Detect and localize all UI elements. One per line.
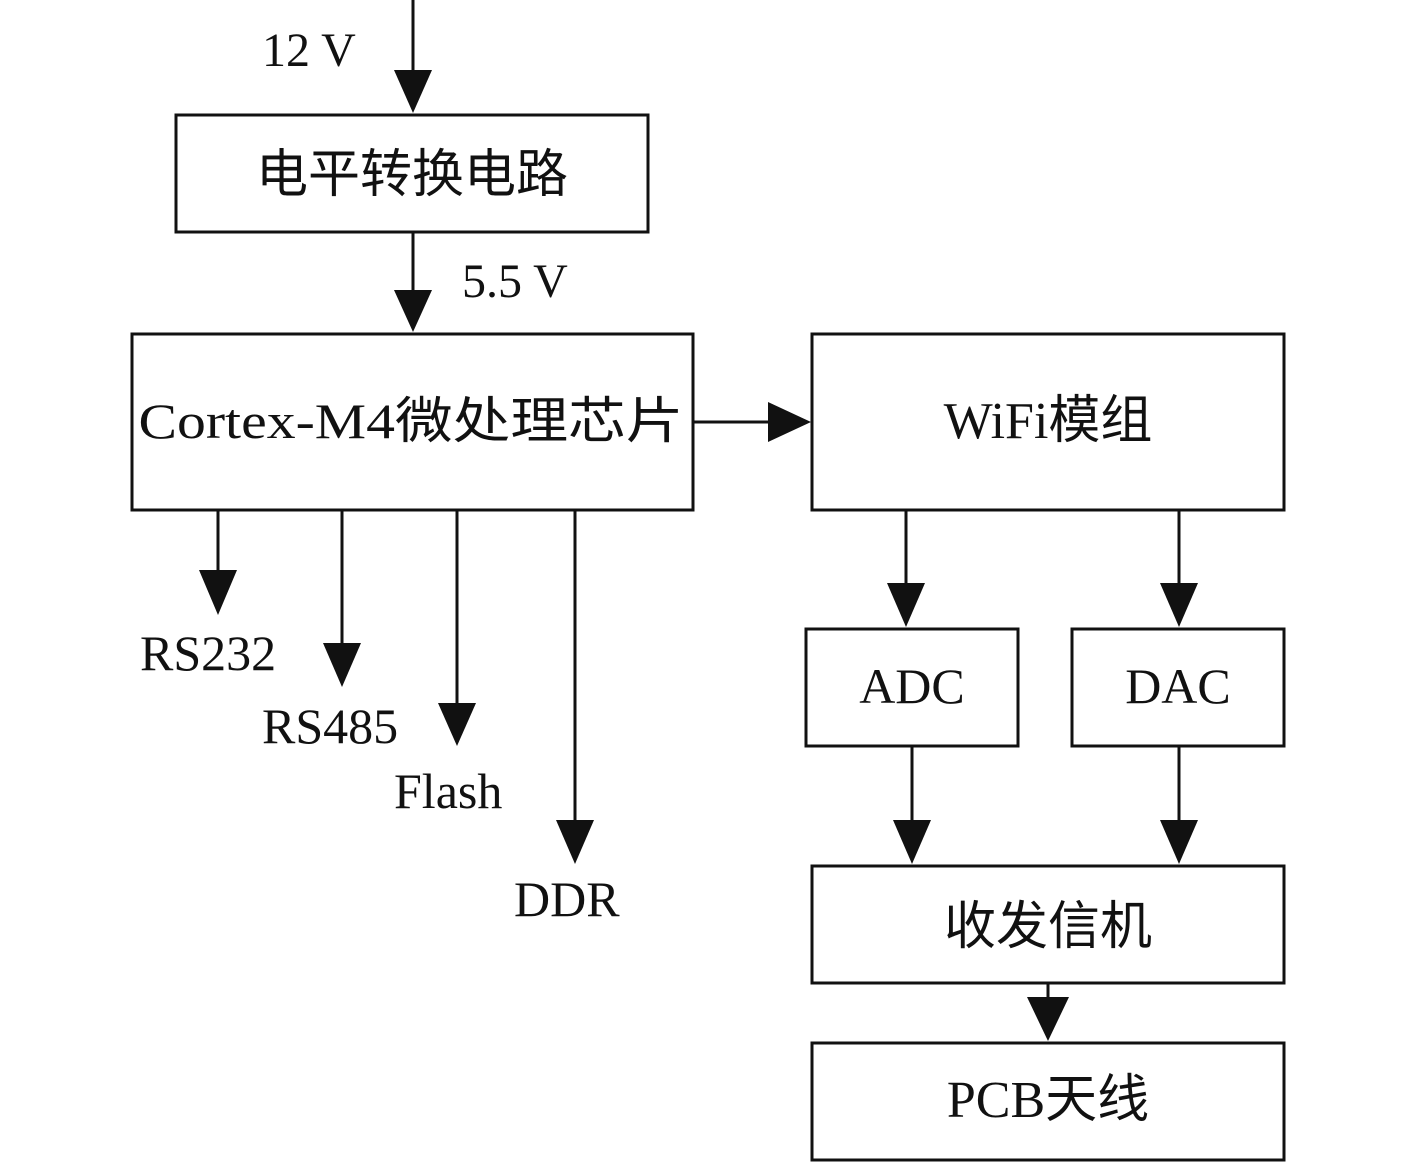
arrowhead <box>556 820 594 864</box>
block-wifi-label: WiFi模组 <box>944 393 1153 450</box>
label-12v: 12 V <box>262 24 356 77</box>
arrowhead <box>887 583 925 627</box>
block-mcu <box>130 332 695 512</box>
block-transceiver <box>810 864 1286 985</box>
block-transceiver-label: 收发信机 <box>944 897 1152 957</box>
block-level-shift-label: 电平转换电路 <box>256 145 568 205</box>
arrowhead <box>1160 820 1198 864</box>
block-antenna <box>810 1041 1286 1162</box>
arrowhead <box>394 290 432 332</box>
label-flash: Flash <box>394 763 502 819</box>
arrowhead <box>323 643 361 687</box>
arrowhead <box>394 70 432 113</box>
block-dac-label: DAC <box>1125 658 1231 714</box>
arrowhead <box>438 703 476 746</box>
arrowhead <box>1160 583 1198 627</box>
arrowhead <box>1027 997 1069 1041</box>
block-mcu-label: Cortex-M4微处理芯片 <box>139 393 684 449</box>
block-wifi <box>810 332 1286 512</box>
label-rs485: RS485 <box>262 698 398 754</box>
label-ddr: DDR <box>514 871 620 927</box>
arrowhead <box>768 402 811 442</box>
label-rs232: RS232 <box>140 625 276 681</box>
arrowhead <box>199 570 237 615</box>
block-antenna-label: PCB天线 <box>947 1072 1149 1129</box>
label-5v5: 5.5 V <box>462 255 568 308</box>
arrowhead <box>893 820 931 864</box>
block-adc-label: ADC <box>859 658 965 714</box>
